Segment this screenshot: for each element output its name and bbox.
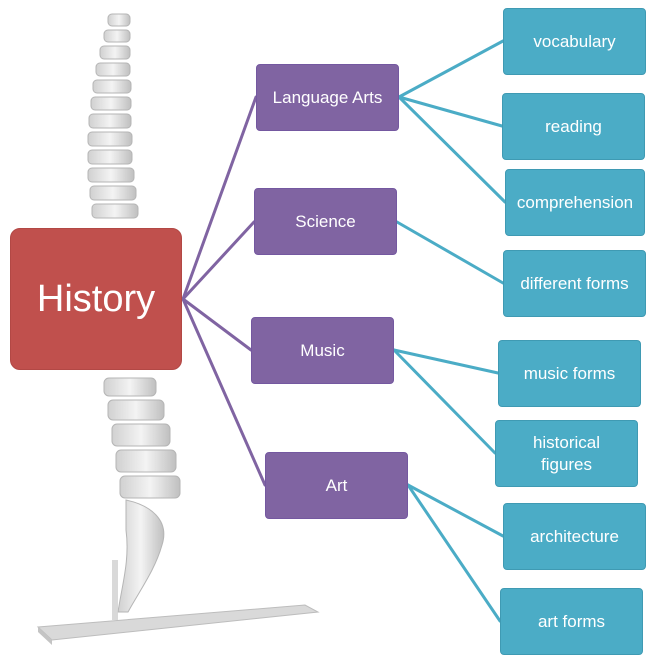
- leaf-node-historical-figures[interactable]: historical figures: [495, 420, 638, 487]
- leaf-node-music-forms[interactable]: music forms: [498, 340, 641, 407]
- root-node-label: History: [37, 278, 155, 321]
- branch-node-language-arts[interactable]: Language Arts: [256, 64, 399, 131]
- leaf-connector: [394, 350, 498, 373]
- leaf-connector: [399, 41, 503, 97]
- branch-node-music[interactable]: Music: [251, 317, 394, 384]
- branch-node-art[interactable]: Art: [265, 452, 408, 519]
- branch-node-label: Art: [326, 476, 348, 496]
- leaf-node-label: architecture: [530, 526, 619, 547]
- leaf-node-different-forms[interactable]: different forms: [503, 250, 646, 317]
- branch-connector: [183, 222, 254, 299]
- leaf-node-architecture[interactable]: architecture: [503, 503, 646, 570]
- leaf-node-label: art forms: [538, 611, 605, 632]
- leaf-connector: [408, 485, 503, 536]
- root-node-history[interactable]: History: [10, 228, 182, 370]
- branch-node-label: Science: [295, 212, 355, 232]
- leaf-connector: [394, 350, 495, 453]
- leaf-node-label: comprehension: [517, 192, 633, 213]
- leaf-node-label: historical figures: [522, 432, 612, 475]
- branch-node-label: Music: [300, 341, 344, 361]
- leaf-node-label: different forms: [520, 273, 628, 294]
- branch-connector: [183, 97, 256, 299]
- leaf-node-art-forms[interactable]: art forms: [500, 588, 643, 655]
- leaf-connector: [397, 222, 503, 283]
- branch-node-label: Language Arts: [273, 88, 383, 108]
- leaf-node-reading[interactable]: reading: [502, 93, 645, 160]
- leaf-node-label: vocabulary: [533, 31, 615, 52]
- leaf-node-label: reading: [545, 116, 602, 137]
- leaf-node-vocabulary[interactable]: vocabulary: [503, 8, 646, 75]
- leaf-node-comprehension[interactable]: comprehension: [505, 169, 645, 236]
- branch-node-science[interactable]: Science: [254, 188, 397, 255]
- leaf-connector: [408, 485, 500, 621]
- leaf-node-label: music forms: [524, 363, 616, 384]
